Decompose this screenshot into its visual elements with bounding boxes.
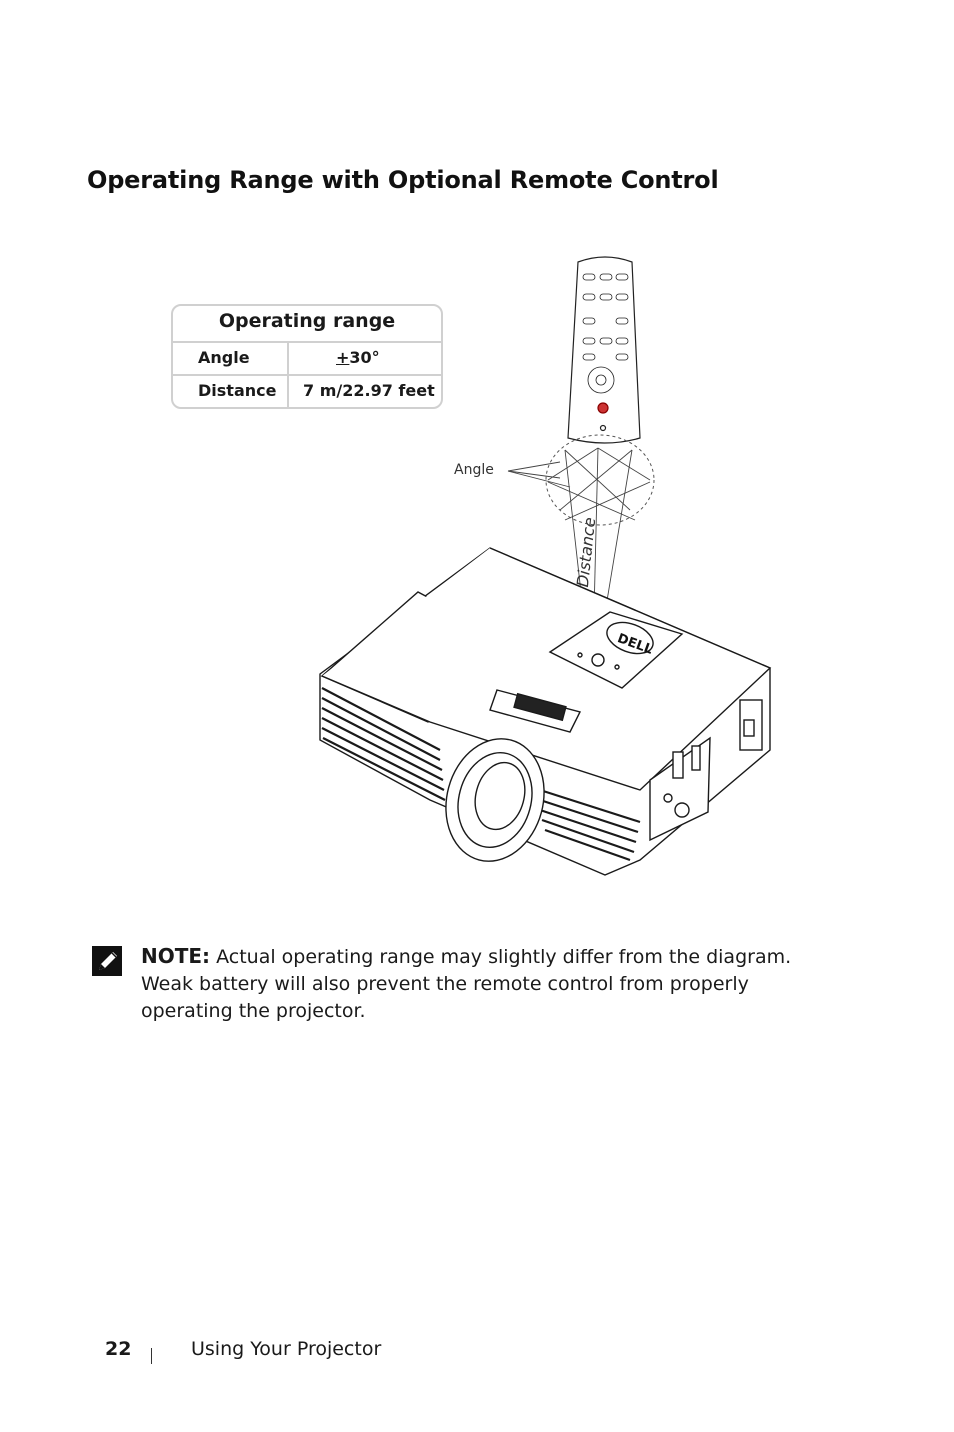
distance-value-cell: 7 m/22.97 feet bbox=[303, 381, 435, 400]
distance-label-cell: Distance bbox=[198, 381, 277, 400]
plus-minus-symbol: + bbox=[336, 348, 350, 367]
note-label: NOTE: bbox=[141, 944, 211, 968]
angle-label-cell: Angle bbox=[198, 348, 250, 367]
angle-value: 30° bbox=[349, 348, 380, 367]
table-divider bbox=[287, 342, 289, 409]
note-text: Actual operating range may slightly diff… bbox=[141, 946, 792, 1022]
projector bbox=[319, 547, 772, 876]
angle-range-circle bbox=[545, 434, 655, 526]
page-title: Operating Range with Optional Remote Con… bbox=[87, 166, 719, 194]
table-divider bbox=[173, 374, 441, 376]
operating-range-table: Operating range Angle +30° Distance 7 m/… bbox=[171, 304, 443, 409]
pencil-icon bbox=[92, 946, 122, 976]
remote-control bbox=[567, 256, 641, 444]
page-number: 22 bbox=[105, 1338, 132, 1360]
note-block: NOTE: Actual operating range may slightl… bbox=[141, 943, 831, 1025]
angle-value-cell: +30° bbox=[336, 348, 380, 367]
table-heading: Operating range bbox=[218, 310, 396, 332]
angle-callout: Angle bbox=[454, 462, 494, 478]
table-divider bbox=[173, 341, 441, 343]
section-title: Using Your Projector bbox=[191, 1338, 382, 1360]
footer-divider bbox=[151, 1348, 152, 1364]
